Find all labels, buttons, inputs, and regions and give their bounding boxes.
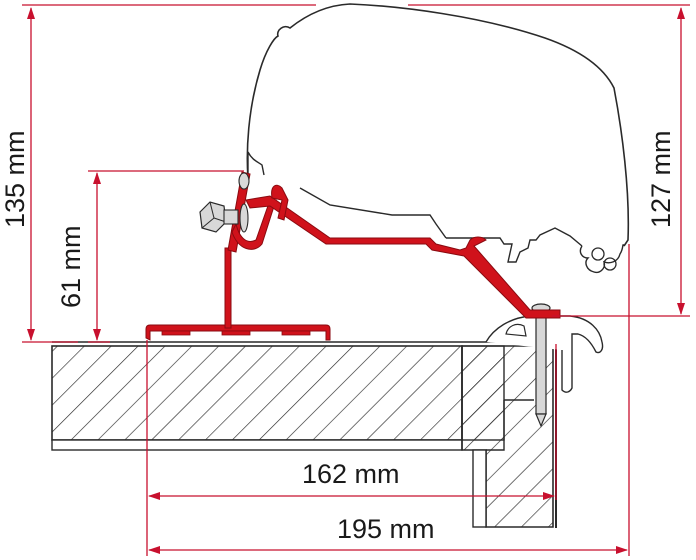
dimension-lines <box>22 4 690 556</box>
wall-panel <box>461 344 557 528</box>
dim-135-label: 135 mm <box>0 130 30 228</box>
dim-61-label: 61 mm <box>56 225 86 308</box>
awning-case <box>246 3 630 274</box>
dim-127-label: 127 mm <box>646 130 676 228</box>
dim-195-label: 195 mm <box>337 514 435 544</box>
dim-162-label: 162 mm <box>302 459 400 489</box>
bolt-nut <box>199 172 250 233</box>
mounting-bracket <box>145 171 561 341</box>
